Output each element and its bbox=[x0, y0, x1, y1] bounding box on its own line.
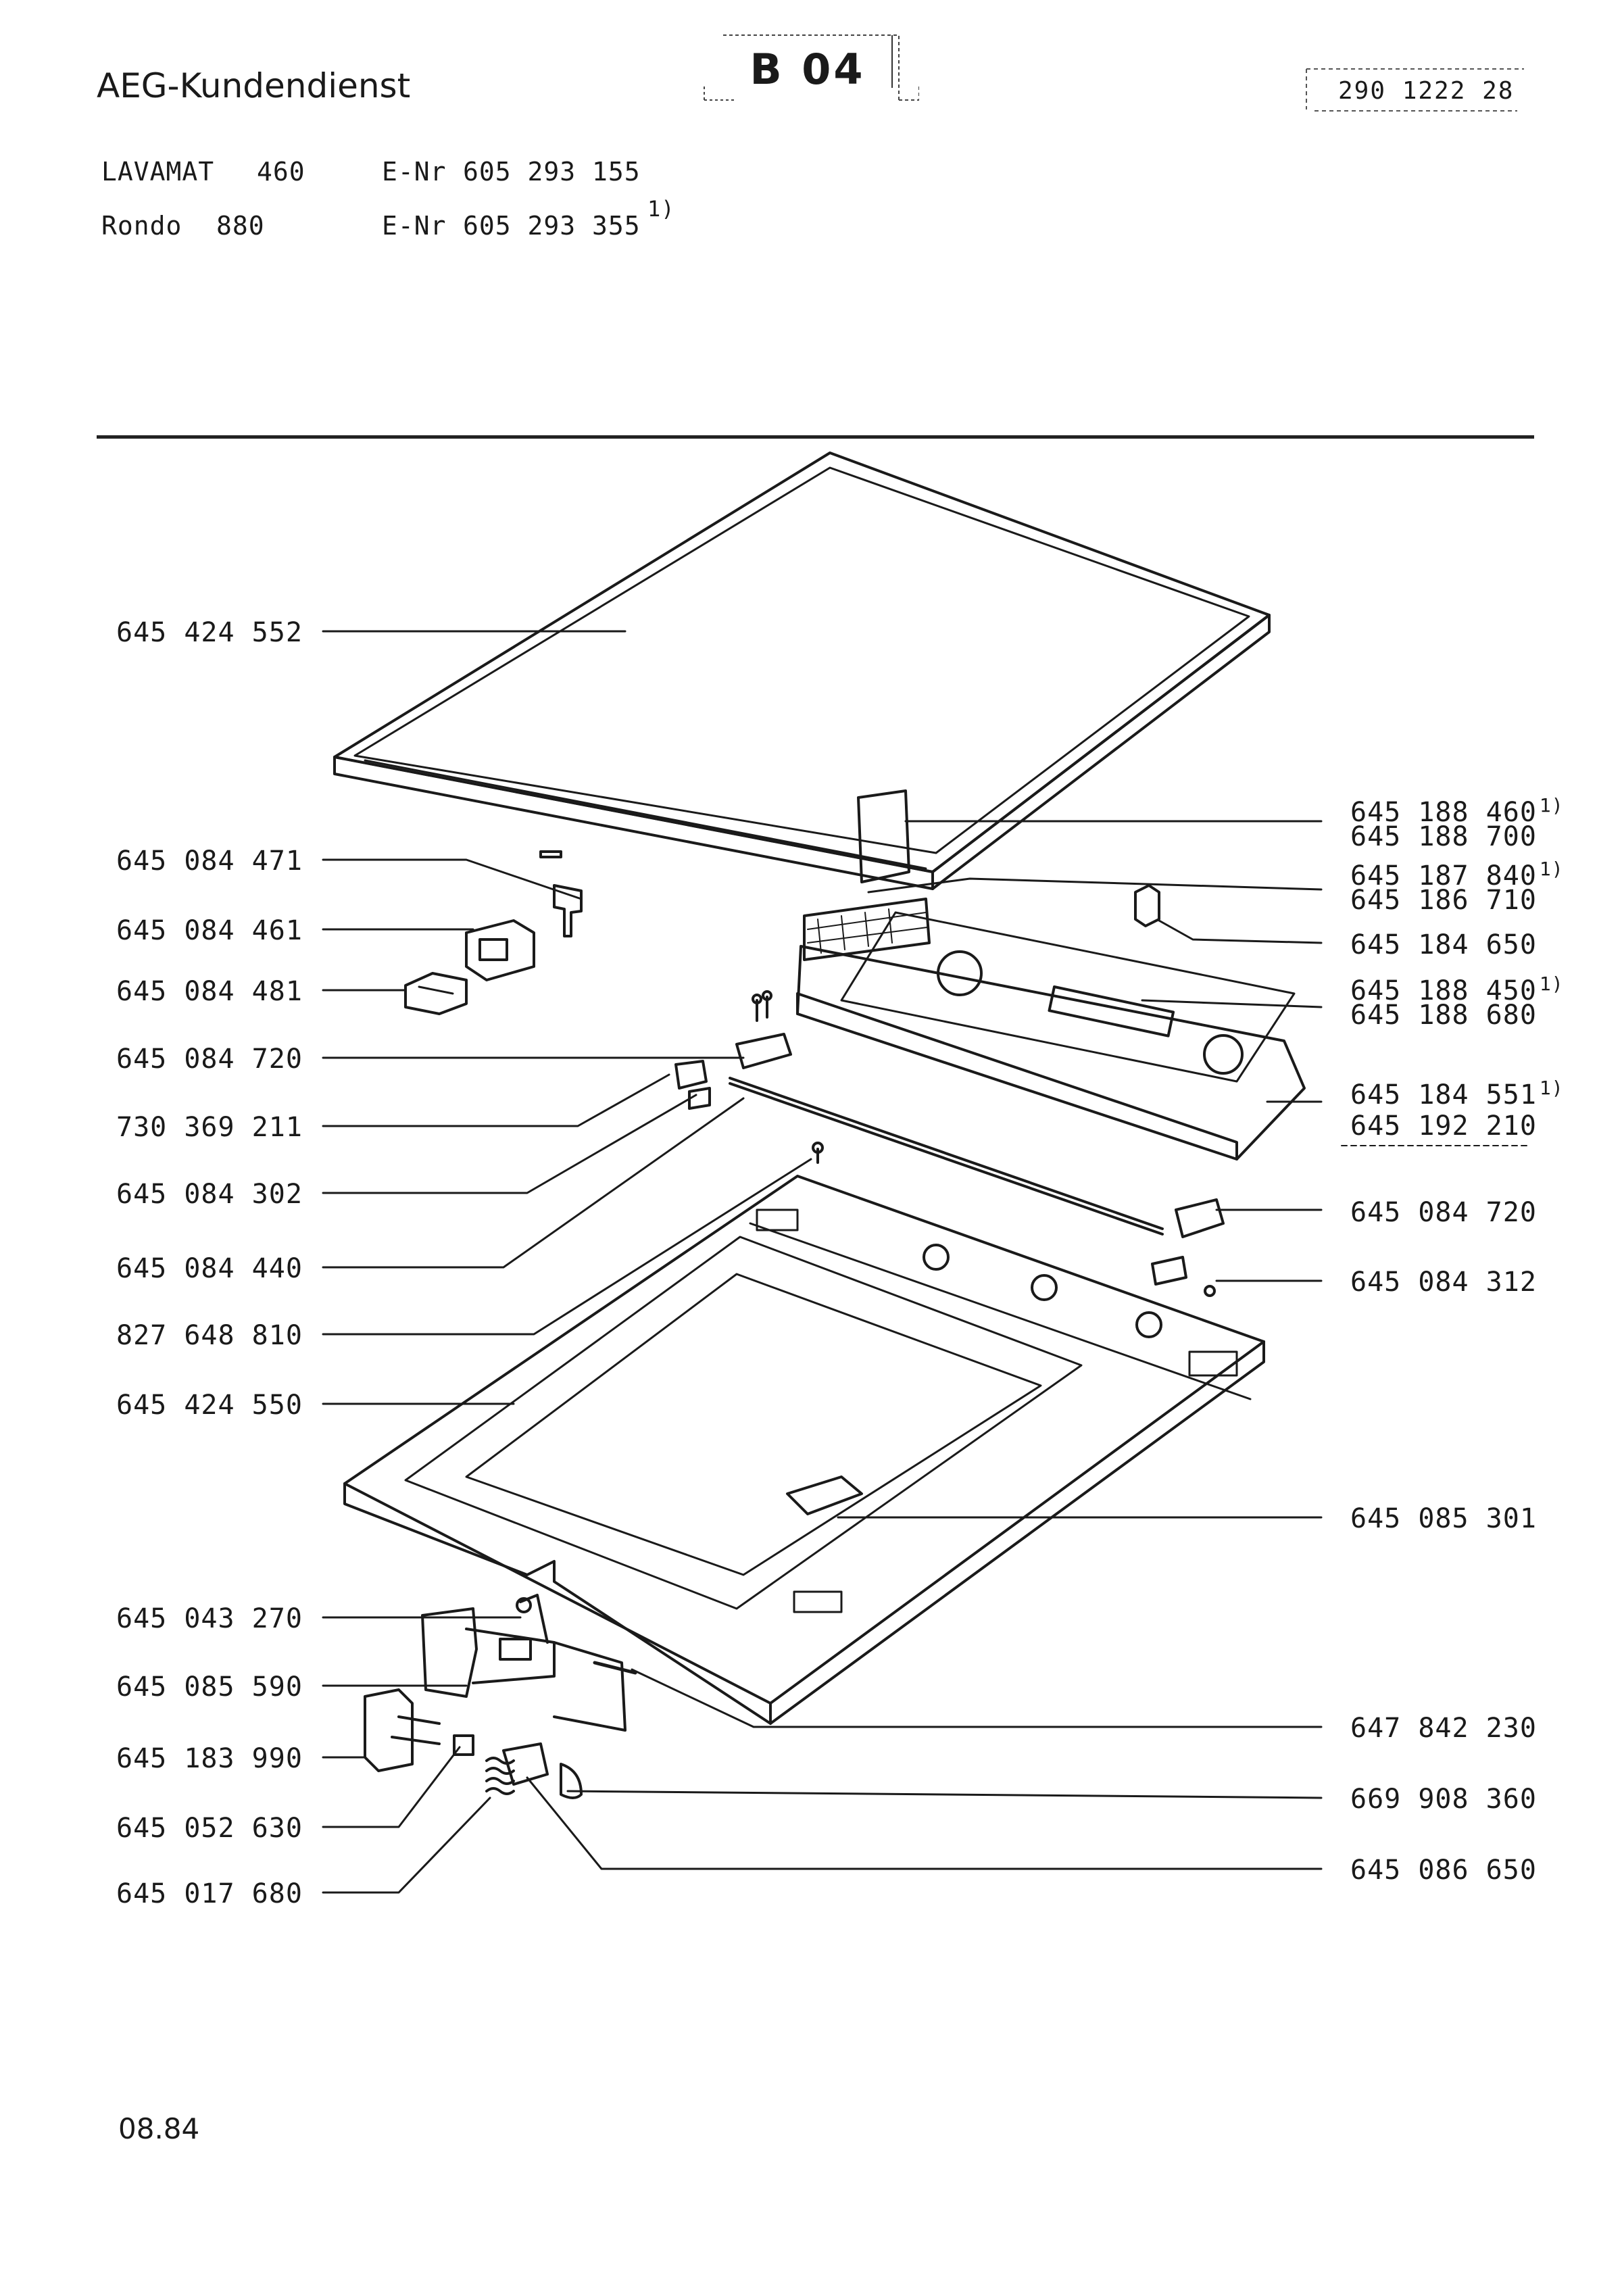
part-number-right-6-text: 645 188 450 bbox=[1350, 975, 1537, 1006]
model-number-2: 880 bbox=[216, 211, 265, 241]
part-number-left-2: 645 084 471 bbox=[116, 846, 303, 877]
part-number-right-13: 647 842 230 bbox=[1350, 1713, 1537, 1744]
part-number-left-4: 645 084 481 bbox=[116, 976, 303, 1007]
header-rule bbox=[97, 435, 1534, 439]
program-selector-plate bbox=[857, 789, 910, 883]
lid-latch-housing bbox=[465, 919, 535, 981]
model-name-2: Rondo bbox=[101, 211, 182, 241]
part-number-right-1-text: 645 188 460 bbox=[1350, 797, 1537, 828]
model-note-2: 1) bbox=[647, 196, 675, 222]
part-number-right-15: 645 086 650 bbox=[1350, 1855, 1537, 1886]
model-enr-label-1: E-Nr bbox=[382, 157, 447, 187]
part-number-right-12: 645 085 301 bbox=[1350, 1503, 1537, 1534]
part-number-left-13: 645 183 990 bbox=[116, 1743, 303, 1774]
part-number-left-12: 645 085 590 bbox=[116, 1671, 303, 1703]
spring bbox=[453, 1734, 515, 1795]
part-number-right-2: 645 188 700 bbox=[1350, 821, 1537, 852]
section-code-box: B 04 bbox=[696, 27, 919, 112]
door-switch bbox=[364, 1688, 441, 1772]
keypad-membrane bbox=[803, 898, 931, 961]
control-panel-housing bbox=[796, 911, 1306, 1161]
leader-lines-right bbox=[526, 820, 1323, 1870]
part-number-right-8-text: 645 184 551 bbox=[1350, 1079, 1537, 1110]
part-note-right-8: 1) bbox=[1539, 1077, 1564, 1099]
brand-title: AEG-Kundendienst bbox=[97, 66, 411, 105]
hinge-rod bbox=[729, 1077, 1164, 1236]
part-number-left-5: 645 084 720 bbox=[116, 1044, 303, 1075]
model-enr-2: 605 293 355 bbox=[463, 211, 641, 241]
document-number-box: 290 1222 28 bbox=[1301, 62, 1531, 116]
part-number-left-14: 645 052 630 bbox=[116, 1813, 303, 1844]
door-lock-assembly bbox=[421, 1594, 626, 1732]
part-number-left-11: 645 043 270 bbox=[116, 1603, 303, 1634]
section-code-frame bbox=[704, 34, 919, 101]
part-number-right-3-text: 645 187 840 bbox=[1350, 860, 1537, 891]
part-number-right-14: 669 908 360 bbox=[1350, 1784, 1537, 1815]
part-number-left-15: 645 017 680 bbox=[116, 1878, 303, 1909]
detergent-flap bbox=[786, 1475, 863, 1515]
part-number-left-6: 730 369 211 bbox=[116, 1112, 303, 1143]
leader-lines-left bbox=[322, 630, 812, 1894]
hinge-bracket-right bbox=[1151, 1198, 1225, 1286]
micro-switch bbox=[502, 1742, 583, 1799]
part-number-right-9: 645 192 210 bbox=[1350, 1110, 1537, 1142]
top-lid-panel bbox=[333, 451, 1271, 890]
part-number-right-7: 645 188 680 bbox=[1350, 1000, 1537, 1031]
part-number-right-5: 645 184 650 bbox=[1350, 929, 1537, 960]
part-number-left-9: 827 648 810 bbox=[116, 1320, 303, 1351]
part-number-left-7: 645 084 302 bbox=[116, 1179, 303, 1210]
small-screws bbox=[752, 990, 1216, 1297]
model-enr-1: 605 293 155 bbox=[463, 157, 641, 187]
model-enr-label-2: E-Nr bbox=[382, 211, 447, 241]
part-number-right-4: 645 186 710 bbox=[1350, 885, 1537, 916]
worktop-frame bbox=[343, 1175, 1265, 1725]
part-note-right-6: 1) bbox=[1539, 973, 1564, 995]
section-code: B 04 bbox=[749, 45, 866, 94]
part-number-left-1: 645 424 552 bbox=[116, 617, 303, 648]
model-name-1: LAVAMAT bbox=[101, 157, 215, 187]
document-number: 290 1222 28 bbox=[1338, 77, 1515, 105]
lid-latch-cover bbox=[404, 972, 468, 1015]
part-number-left-3: 645 084 461 bbox=[116, 915, 303, 946]
document-number-frame bbox=[1306, 68, 1524, 112]
part-number-left-8: 645 084 440 bbox=[116, 1253, 303, 1284]
part-note-right-1: 1) bbox=[1539, 794, 1564, 816]
hinge-pin bbox=[593, 1661, 637, 1675]
part-number-left-10: 645 424 550 bbox=[116, 1390, 303, 1421]
hinge-bracket-left bbox=[674, 1033, 792, 1110]
model-number-1: 460 bbox=[257, 157, 305, 187]
part-number-right-10: 645 084 720 bbox=[1350, 1197, 1537, 1228]
indicator-lamp bbox=[1134, 884, 1160, 927]
part-note-right-3: 1) bbox=[1539, 858, 1564, 880]
part-number-right-11: 645 084 312 bbox=[1350, 1267, 1537, 1298]
lid-hinge-clip bbox=[539, 850, 583, 937]
footer-date: 08.84 bbox=[118, 2112, 200, 2145]
